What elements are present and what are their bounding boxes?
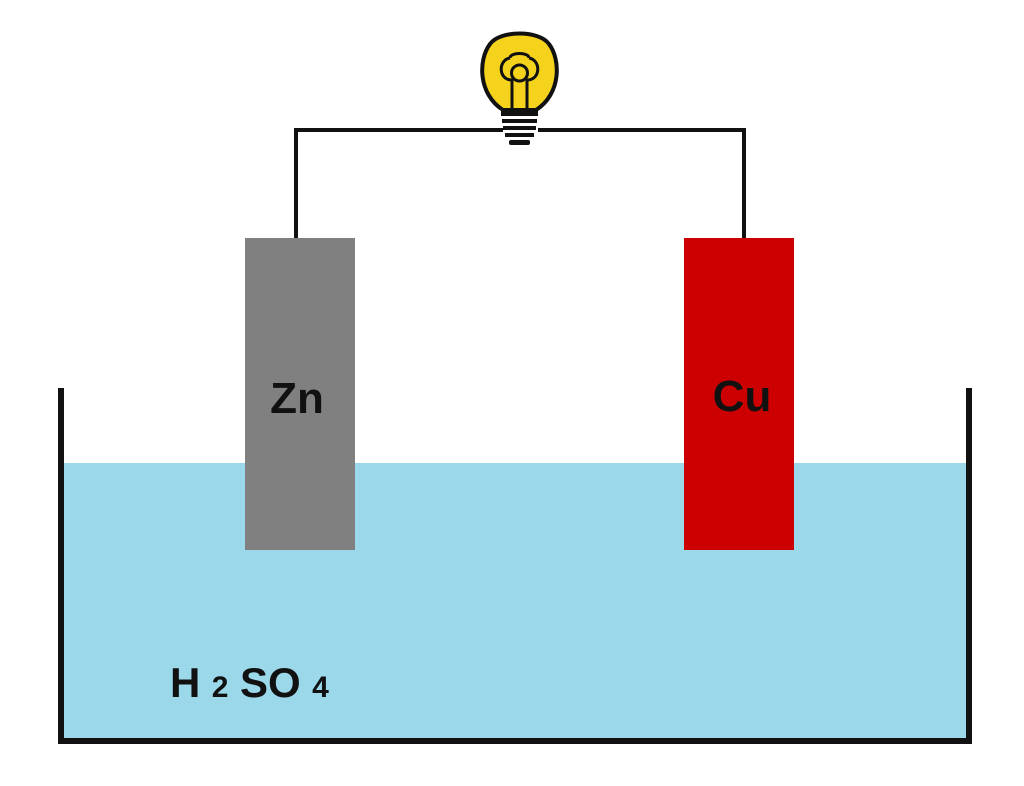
zinc-electrode: [245, 238, 355, 550]
electrolyte-solution: [62, 463, 966, 739]
formula-h: H: [170, 659, 200, 706]
copper-electrode: [684, 238, 794, 550]
electrolyte-formula: H 2 SO 4: [170, 659, 329, 706]
zinc-label: Zn: [270, 374, 324, 423]
formula-subscript-4: 4: [312, 671, 329, 704]
formula-so: SO: [240, 659, 301, 706]
copper-label: Cu: [713, 372, 772, 421]
beaker: [58, 388, 972, 744]
formula-subscript-2: 2: [212, 671, 229, 704]
light-bulb-icon: [480, 31, 559, 145]
connecting-wire: [294, 128, 746, 238]
